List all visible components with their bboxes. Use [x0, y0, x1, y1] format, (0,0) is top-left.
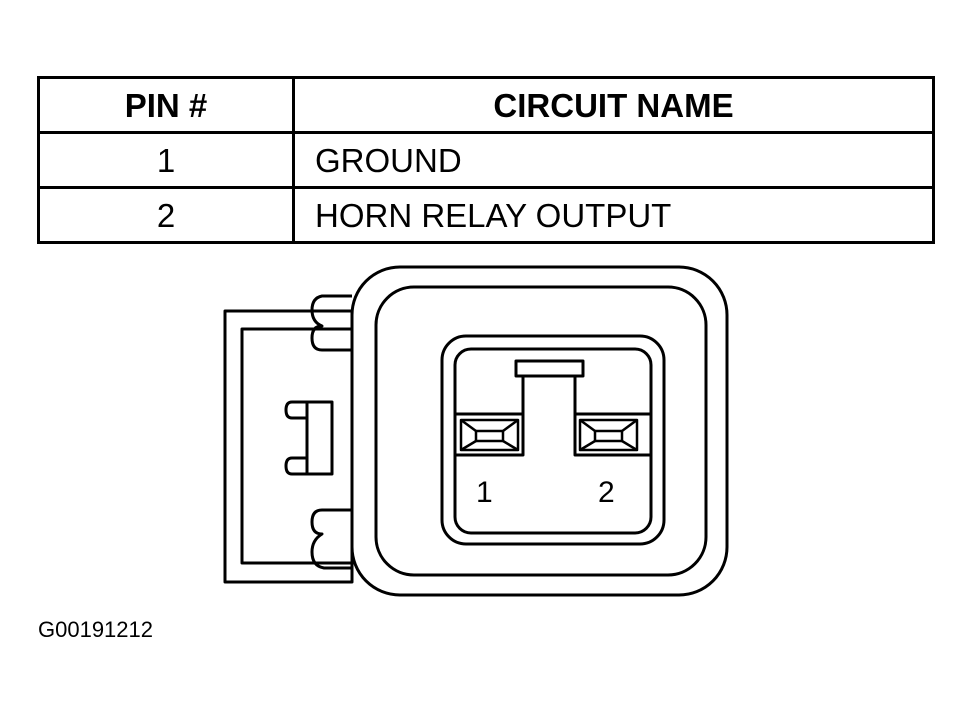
pin-circuit-table: PIN # CIRCUIT NAME 1 GROUND 2 HORN RELAY…: [37, 76, 935, 244]
pin-label-2: 2: [598, 476, 615, 509]
terminal-cavity-outer: [440, 334, 666, 546]
terminal-cavity-inner: [453, 347, 653, 535]
connector-body-inner-outline: [374, 285, 708, 577]
table-row: 2 HORN RELAY OUTPUT: [37, 186, 935, 244]
locking-latch: [223, 309, 354, 584]
circuit-name-header: CIRCUIT NAME: [292, 76, 935, 134]
pin-number-cell: 1: [37, 131, 295, 189]
table-header-row: PIN # CIRCUIT NAME: [37, 76, 935, 134]
circuit-name-cell: GROUND: [292, 131, 935, 189]
connector-body-outline: [350, 265, 729, 597]
upper-tab: [310, 294, 352, 352]
figure-id: G00191212: [38, 617, 153, 642]
terminal-2: [578, 418, 639, 452]
pin-label-1: 1: [476, 476, 493, 509]
lower-tab: [310, 508, 352, 570]
table-row: 1 GROUND: [37, 131, 935, 189]
connector-face-diagram: 1 2: [223, 265, 729, 597]
keying-rib: [455, 359, 651, 457]
pin-number-cell: 2: [37, 186, 295, 244]
pin-number-header: PIN #: [37, 76, 295, 134]
circuit-name-cell: HORN RELAY OUTPUT: [292, 186, 935, 244]
terminal-1: [459, 418, 520, 452]
